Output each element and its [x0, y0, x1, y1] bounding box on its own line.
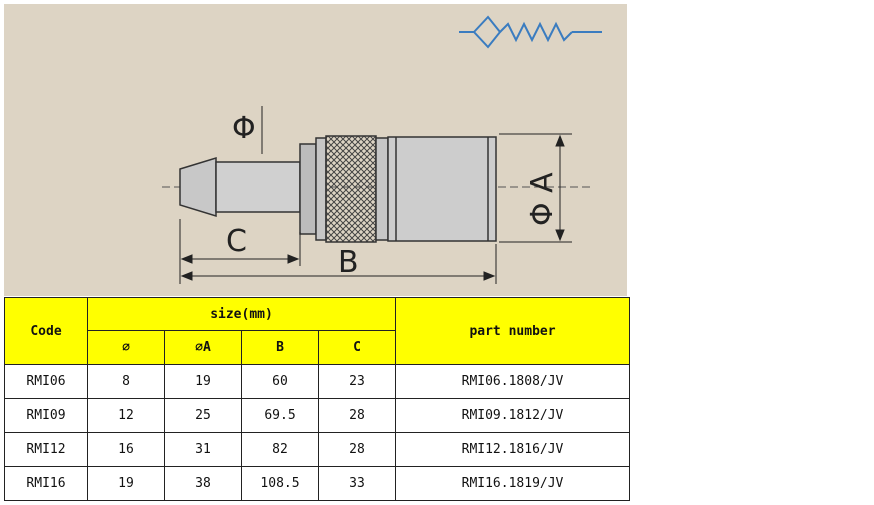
cell-diameter: 12 — [87, 398, 165, 433]
cell-c: 28 — [318, 398, 396, 433]
cell-diameter: 19 — [87, 466, 165, 501]
technical-drawing: Φ C B Φ A — [4, 4, 627, 296]
cell-diameter-a: 19 — [164, 364, 242, 399]
cell-diameter-a: 38 — [164, 466, 242, 501]
cell-part-number: RMI09.1812/JV — [395, 398, 630, 433]
cell-b: 82 — [241, 432, 319, 467]
cell-code: RMI12 — [4, 432, 88, 467]
table-row: RMI16 19 38 108.5 33 RMI16.1819/JV — [4, 466, 630, 501]
header-row-1: Code size(mm) part number — [4, 297, 630, 365]
table-row: RMI06 8 19 60 23 RMI06.1808/JV — [4, 364, 630, 399]
cell-c: 33 — [318, 466, 396, 501]
cell-diameter-a: 31 — [164, 432, 242, 467]
cell-code: RMI06 — [4, 364, 88, 399]
coupling-drawing-svg: Φ C B Φ A — [162, 15, 602, 284]
cell-diameter-a: 25 — [164, 398, 242, 433]
table-row: RMI12 16 31 82 28 RMI12.1816/JV — [4, 432, 630, 467]
code-header: Code — [4, 297, 88, 365]
header-row-2: ∅ ∅A B C — [5, 330, 630, 365]
cell-c: 28 — [318, 432, 396, 467]
dim-label-phi-a: Φ A — [525, 172, 560, 226]
subheader-c: C — [318, 330, 396, 365]
coupling-body — [299, 135, 497, 243]
size-header: size(mm) — [87, 297, 396, 331]
cell-b: 60 — [241, 364, 319, 399]
dim-label-b: B — [338, 245, 359, 280]
cell-diameter: 16 — [87, 432, 165, 467]
spec-table: Code size(mm) part number ∅ ∅A B C RMI06… — [4, 297, 630, 501]
hose-barb — [179, 156, 301, 218]
cell-part-number: RMI12.1816/JV — [395, 432, 630, 467]
check-valve-symbol-icon — [459, 15, 602, 49]
subheader-diameter-a: ∅A — [164, 330, 242, 365]
subheader-diameter: ∅ — [87, 330, 165, 365]
dim-label-c: C — [226, 224, 247, 259]
dimension-lines — [179, 106, 572, 284]
cell-part-number: RMI06.1808/JV — [395, 364, 630, 399]
cell-b: 108.5 — [241, 466, 319, 501]
cell-part-number: RMI16.1819/JV — [395, 466, 630, 501]
cell-code: RMI16 — [4, 466, 88, 501]
cell-b: 69.5 — [241, 398, 319, 433]
cell-diameter: 8 — [87, 364, 165, 399]
cell-code: RMI09 — [4, 398, 88, 433]
table-row: RMI09 12 25 69.5 28 RMI09.1812/JV — [4, 398, 630, 433]
part-number-header: part number — [395, 297, 630, 365]
cell-c: 23 — [318, 364, 396, 399]
dim-label-phi: Φ — [232, 111, 256, 146]
subheader-b: B — [241, 330, 319, 365]
